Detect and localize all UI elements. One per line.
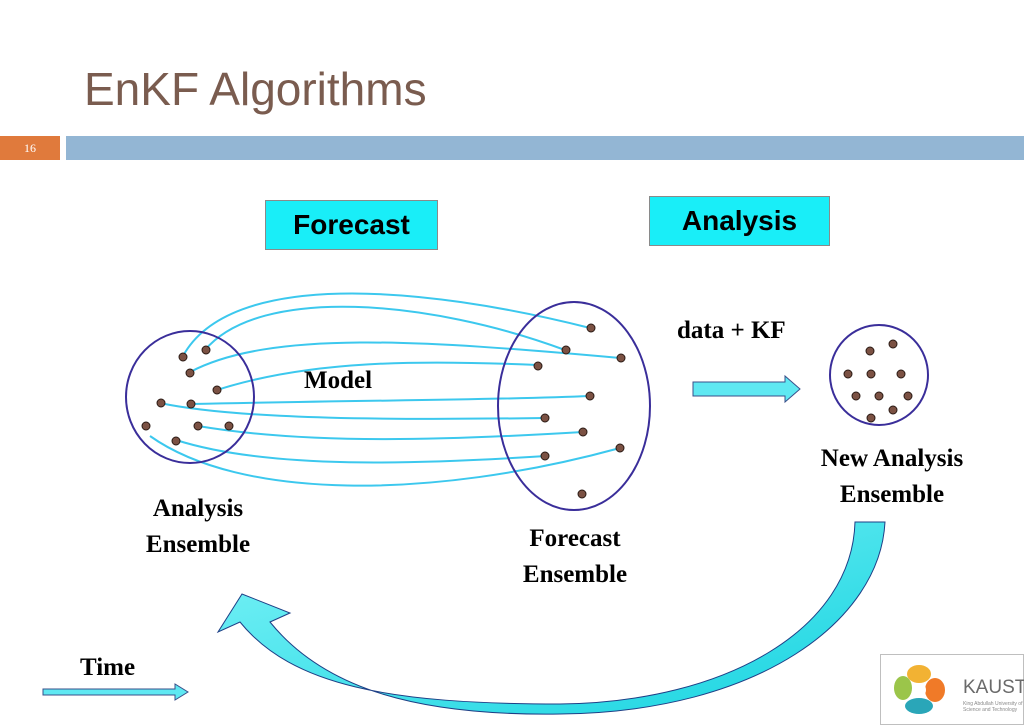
ensemble-point — [212, 385, 222, 395]
ensemble-point — [224, 421, 234, 431]
trajectory — [149, 435, 621, 487]
slide-title: EnKF Algorithms — [84, 63, 427, 115]
ensemble-point — [866, 413, 876, 423]
ensemble-point — [615, 443, 625, 453]
cycle-arrow — [216, 521, 886, 715]
new-analysis-ensemble-label: New Analysis Ensemble — [802, 441, 982, 513]
trajectory — [216, 361, 539, 391]
slide-number: 16 — [0, 136, 60, 160]
new-analysis-points — [843, 339, 913, 423]
trajectory — [159, 402, 546, 420]
analysis-ensemble-ellipse — [125, 330, 255, 464]
analysis-ensemble-label-line1: Analysis — [152, 495, 244, 522]
ensemble-point — [843, 369, 853, 379]
ensemble-point — [903, 391, 913, 401]
ensemble-point — [865, 346, 875, 356]
analysis-points — [141, 345, 234, 446]
trajectory — [204, 305, 566, 351]
forecast-ensemble-label-line1: Forecast — [529, 525, 621, 552]
time-arrow — [42, 683, 189, 701]
kaust-emblem-icon — [894, 665, 945, 714]
kaust-logo: KAUST King Abdullah University of Scienc… — [880, 654, 1024, 725]
time-label: Time — [80, 654, 136, 681]
trajectory — [182, 292, 591, 357]
model-label: Model — [304, 367, 373, 394]
update-arrow — [692, 374, 801, 404]
ensemble-point — [193, 421, 203, 431]
ensemble-point — [540, 413, 550, 423]
ensemble-point — [888, 339, 898, 349]
analysis-ensemble-label: Analysis Ensemble — [128, 491, 268, 563]
ensemble-point — [540, 451, 550, 461]
trajectory — [175, 439, 547, 464]
analysis-box: Analysis — [649, 196, 830, 246]
trajectory — [189, 341, 621, 373]
forecast-ensemble-label: Forecast Ensemble — [505, 521, 645, 593]
new-analysis-label-line1: New Analysis — [820, 445, 964, 472]
new-analysis-label-line2: Ensemble — [839, 481, 945, 508]
ensemble-point — [616, 353, 626, 363]
ensemble-point — [185, 368, 195, 378]
data-kf-label: data + KF — [677, 317, 786, 344]
ensemble-point — [561, 345, 571, 355]
ensemble-point — [888, 405, 898, 415]
header-bar — [66, 136, 1024, 160]
ensemble-point — [866, 369, 876, 379]
ensemble-point — [585, 391, 595, 401]
kaust-logo-subtitle: King Abdullah University of Science and … — [963, 701, 1023, 713]
ensemble-point — [156, 398, 166, 408]
ensemble-point — [586, 323, 596, 333]
ensemble-point — [178, 352, 188, 362]
ensemble-point — [578, 427, 588, 437]
trajectory — [190, 395, 591, 405]
kaust-logo-text: KAUST — [963, 677, 1024, 698]
ensemble-point — [874, 391, 884, 401]
ensemble-point — [171, 436, 181, 446]
ensemble-point — [186, 399, 196, 409]
trajectory — [197, 425, 584, 441]
forecast-ensemble-label-line2: Ensemble — [522, 561, 628, 588]
forecast-points — [533, 323, 626, 499]
ensemble-point — [533, 361, 543, 371]
new-analysis-ensemble-ellipse — [829, 324, 929, 426]
ensemble-point — [141, 421, 151, 431]
ensemble-point — [851, 391, 861, 401]
ensemble-point — [896, 369, 906, 379]
forecast-box: Forecast — [265, 200, 438, 250]
forecast-ensemble-ellipse — [497, 301, 651, 511]
analysis-ensemble-label-line2: Ensemble — [145, 531, 251, 558]
ensemble-point — [201, 345, 211, 355]
ensemble-point — [577, 489, 587, 499]
